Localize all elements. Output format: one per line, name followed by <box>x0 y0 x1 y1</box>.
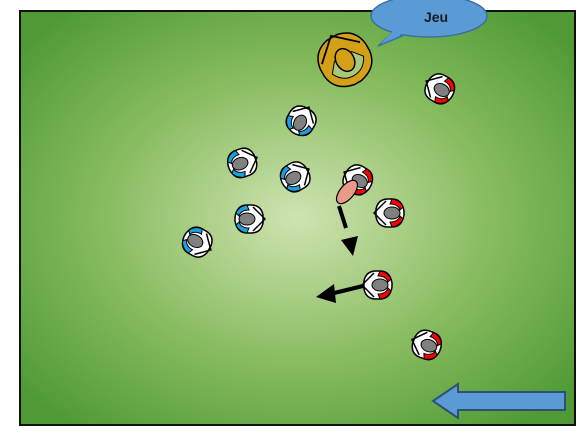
direction-arrow-icon <box>431 382 566 420</box>
arrow-head-icon <box>316 284 336 303</box>
speech-bubble <box>370 0 488 47</box>
player-red <box>373 198 405 228</box>
player-blue <box>234 204 266 234</box>
pass-arrow <box>329 284 364 296</box>
movement-arrow <box>337 205 348 229</box>
player-red <box>361 270 393 300</box>
referee-icon <box>317 32 373 88</box>
arrow-head-icon <box>341 236 358 256</box>
pitch-background <box>19 10 576 426</box>
ball-icon <box>335 179 359 205</box>
speech-bubble-text: Jeu <box>423 9 449 25</box>
